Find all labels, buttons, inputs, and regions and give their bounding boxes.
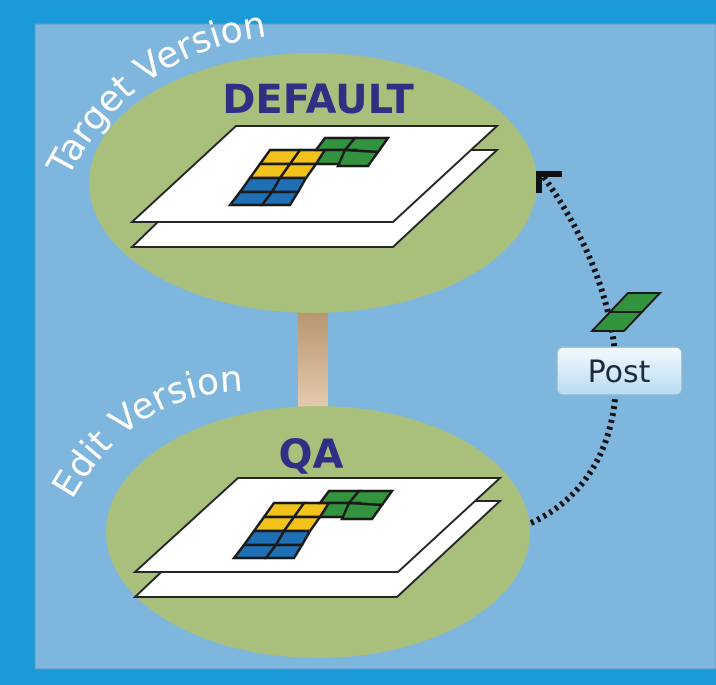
- post-button-bg[interactable]: [556, 346, 683, 396]
- arrowhead-icon: [536, 171, 562, 193]
- post-button-label[interactable]: Post: [588, 355, 651, 390]
- edit-tile-icon: [589, 292, 663, 332]
- front-layer: [132, 477, 503, 573]
- layer-stack-icon: [132, 477, 503, 598]
- post-button[interactable]: Post: [556, 346, 683, 396]
- panel-border: [34, 23, 716, 670]
- map-tiles-icon: [227, 136, 391, 207]
- map-tiles-icon: [231, 489, 395, 560]
- front-layer: [129, 125, 500, 223]
- edit-version-name: QA: [279, 432, 344, 478]
- version-connector: [298, 302, 328, 412]
- target-version-name: DEFAULT: [222, 77, 414, 123]
- layer-stack-icon: [129, 125, 500, 248]
